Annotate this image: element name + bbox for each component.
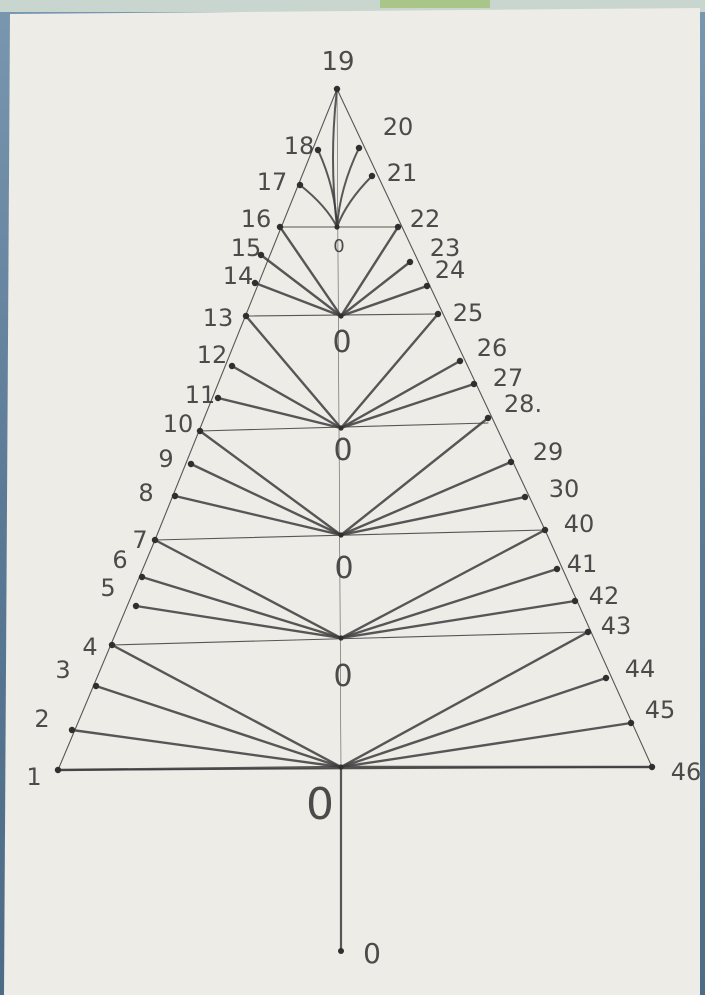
point-dot (369, 173, 375, 179)
point-dot (133, 603, 139, 609)
right-point-label: 28. (504, 390, 542, 418)
point-dot (485, 415, 491, 421)
left-point-label: 5 (100, 574, 115, 602)
point-dot (554, 566, 560, 572)
center-dot (334, 224, 339, 229)
point-dot (215, 395, 221, 401)
point-dot (243, 313, 249, 319)
point-dot (356, 145, 362, 151)
point-dot (457, 358, 463, 364)
center-dot (338, 635, 343, 640)
point-dot (435, 311, 441, 317)
right-point-label: 42 (589, 582, 620, 610)
point-dot (585, 629, 591, 635)
left-point-label: 1 (26, 763, 41, 791)
center-dot (338, 425, 343, 430)
right-point-label: 40 (564, 510, 595, 538)
point-dot (93, 683, 99, 689)
point-dot (197, 428, 203, 434)
point-dot (628, 720, 634, 726)
point-dot (69, 727, 75, 733)
right-point-label: 43 (601, 612, 632, 640)
point-dot (188, 461, 194, 467)
apex-label: 19 (321, 47, 354, 77)
right-point-label: 22 (410, 205, 441, 233)
point-dot (603, 675, 609, 681)
left-point-label: 3 (55, 656, 70, 684)
left-point-label: 12 (197, 341, 228, 369)
point-dot (172, 493, 178, 499)
left-point-label: 6 (112, 546, 127, 574)
point-dot (424, 283, 430, 289)
center-zero-label: 0 (333, 236, 344, 257)
left-point-label: 14 (223, 262, 254, 290)
left-point-label: 13 (203, 304, 234, 332)
right-point-label: 46 (671, 758, 702, 786)
right-point-label: 20 (383, 113, 414, 141)
center-zero-label: 0 (333, 433, 352, 468)
center-dot (338, 532, 343, 537)
right-point-label: 27 (493, 364, 524, 392)
point-dot (315, 147, 321, 153)
right-point-label: 24 (435, 256, 466, 284)
right-point-label: 26 (477, 334, 508, 362)
paper-surface (4, 8, 700, 995)
center-dot (338, 313, 343, 318)
point-dot (139, 574, 145, 580)
left-point-label: 10 (163, 410, 194, 438)
left-point-label: 2 (34, 705, 49, 733)
point-dot (508, 459, 514, 465)
point-dot (109, 642, 115, 648)
point-dot (229, 363, 235, 369)
left-point-label: 15 (231, 234, 262, 262)
point-dot (471, 381, 477, 387)
left-point-label: 9 (158, 445, 173, 473)
right-point-label: 21 (387, 159, 418, 187)
point-dot (152, 537, 158, 543)
left-point-label: 18 (284, 132, 315, 160)
right-point-label: 45 (645, 696, 676, 724)
right-point-label: 25 (453, 299, 484, 327)
center-zero-label: 0 (334, 551, 353, 586)
left-point-label: 4 (82, 633, 97, 661)
center-dot (338, 764, 343, 769)
right-point-label: 29 (533, 438, 564, 466)
center-zero-label: 0 (306, 779, 334, 830)
point-dot (55, 767, 61, 773)
point-dot (407, 259, 413, 265)
point-dot (297, 182, 303, 188)
point-dot (649, 764, 655, 770)
center-zero-label: 0 (332, 325, 351, 360)
point-dot (277, 224, 283, 230)
point-dot (522, 494, 528, 500)
point-dot (572, 598, 578, 604)
trunk-end-dot (338, 948, 344, 954)
left-point-label: 16 (241, 205, 272, 233)
left-point-label: 11 (185, 381, 216, 409)
apex-dot (334, 86, 340, 92)
right-point-label: 30 (549, 475, 580, 503)
left-point-label: 7 (132, 526, 147, 554)
right-point-label: 44 (625, 655, 656, 683)
trunk-end-label: 0 (363, 937, 381, 970)
right-point-label: 41 (567, 550, 598, 578)
left-point-label: 17 (257, 168, 288, 196)
center-zero-label: 0 (333, 659, 352, 694)
left-point-label: 8 (138, 479, 153, 507)
point-dot (395, 224, 401, 230)
point-dot (542, 527, 548, 533)
